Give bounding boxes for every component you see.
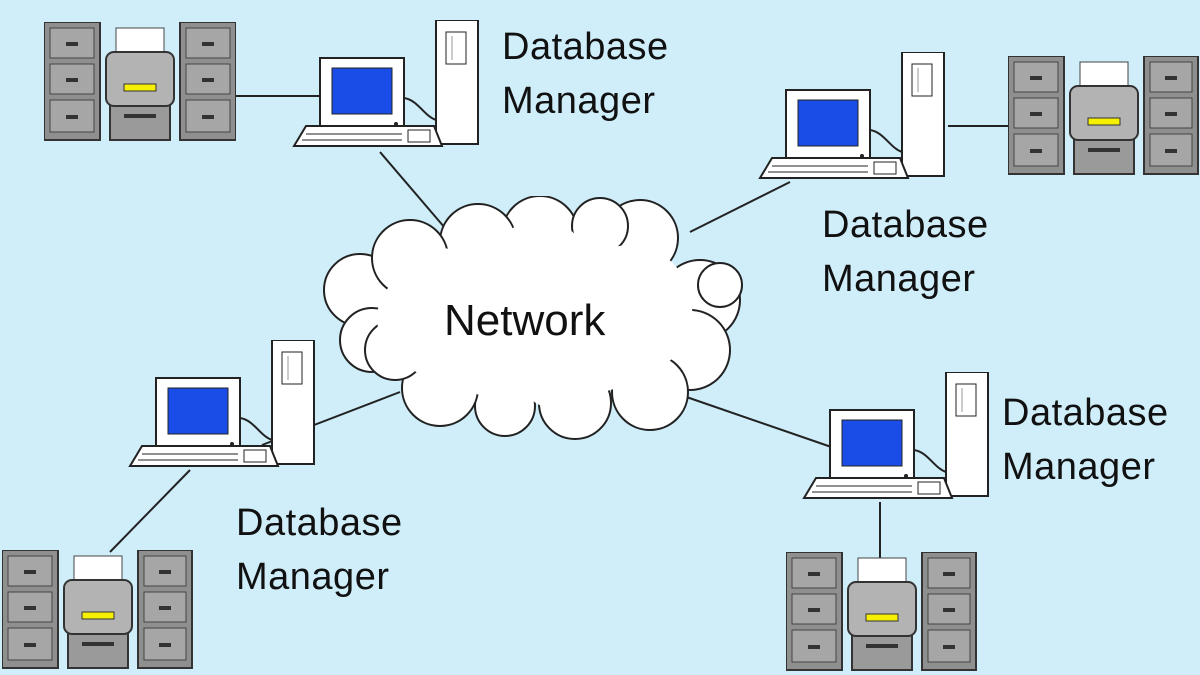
link-computer-1-network xyxy=(379,151,446,229)
node-label-4-line1: Database xyxy=(1002,392,1169,434)
filing-cabinet-right xyxy=(137,550,193,669)
node-label-4: Database Manager xyxy=(1002,386,1169,494)
filing-cabinet-left xyxy=(2,550,59,669)
node-label-2-line2: Manager xyxy=(822,258,976,300)
node-label-3-line2: Manager xyxy=(236,556,390,598)
printer-icon xyxy=(847,557,917,671)
keyboard-icon xyxy=(802,477,954,499)
node-label-1: Database Manager xyxy=(502,20,669,128)
monitor-icon xyxy=(829,409,947,481)
workstation-3 xyxy=(128,340,315,467)
filing-cabinet-right xyxy=(179,22,236,141)
tower-icon xyxy=(435,20,479,145)
node-label-1-line2: Manager xyxy=(502,80,656,122)
node-label-3-line1: Database xyxy=(236,502,403,544)
tower-icon xyxy=(271,340,315,465)
link-computer-4-network xyxy=(671,391,841,451)
printer-icon xyxy=(1069,61,1139,175)
keyboard-icon xyxy=(128,445,280,467)
node-label-3: Database Manager xyxy=(236,496,403,604)
network-cloud xyxy=(323,196,743,440)
filing-cabinet-left xyxy=(786,552,843,671)
node-label-4-line2: Manager xyxy=(1002,446,1156,488)
file-server-1 xyxy=(44,22,236,141)
tower-icon xyxy=(901,52,945,177)
network-label: Network xyxy=(444,296,606,345)
printer-icon xyxy=(105,27,175,141)
keyboard-icon xyxy=(292,125,444,147)
workstation-2 xyxy=(758,52,945,179)
monitor-icon xyxy=(319,57,437,129)
file-server-2 xyxy=(1008,56,1199,175)
link-computer-2-network xyxy=(689,181,791,233)
monitor-icon xyxy=(785,89,903,161)
link-cabinet-3-computer-3 xyxy=(109,469,191,553)
file-server-4 xyxy=(786,552,977,671)
monitor-icon xyxy=(155,377,273,449)
node-label-2: Database Manager xyxy=(822,198,989,306)
filing-cabinet-left xyxy=(1008,56,1065,175)
node-label-1-line1: Database xyxy=(502,26,669,68)
printer-icon xyxy=(63,555,133,669)
tower-icon xyxy=(945,372,989,497)
node-label-2-line1: Database xyxy=(822,204,989,246)
filing-cabinet-right xyxy=(1143,56,1199,175)
file-server-3 xyxy=(2,550,193,669)
workstation-4 xyxy=(802,372,989,499)
keyboard-icon xyxy=(758,157,910,179)
workstation-1 xyxy=(292,20,479,147)
filing-cabinet-right xyxy=(921,552,977,671)
filing-cabinet-left xyxy=(44,22,101,141)
